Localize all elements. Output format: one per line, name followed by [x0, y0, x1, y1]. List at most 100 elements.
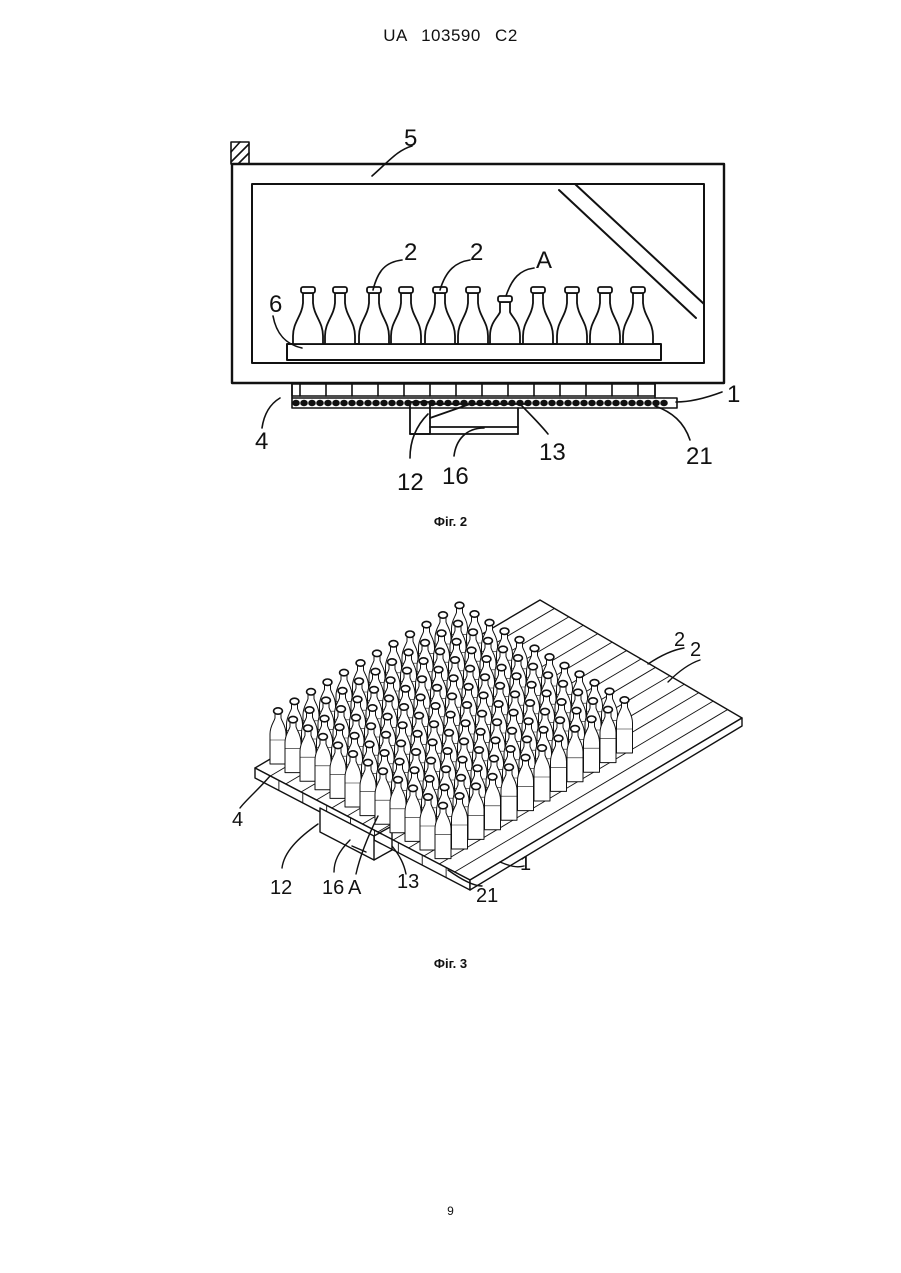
chain-link	[589, 401, 595, 406]
bottle	[270, 712, 286, 764]
chain-link	[661, 401, 667, 406]
bottle-cap	[620, 697, 629, 703]
bottle-cap	[289, 716, 298, 722]
bottle-cap	[511, 691, 520, 697]
bottle-cap	[454, 620, 463, 626]
bottle-cap	[575, 671, 584, 677]
bottle-cap	[538, 745, 547, 751]
bottle-cap	[383, 713, 392, 719]
bottle-cap	[466, 665, 475, 671]
bottle-cap	[353, 696, 362, 702]
bottle-cap	[559, 681, 568, 687]
bottle-cap	[400, 704, 409, 710]
bottle-cap	[524, 718, 533, 724]
bottle-cap	[333, 287, 347, 293]
bottle-cap	[478, 710, 487, 716]
bottle-cap	[422, 621, 431, 627]
bottle-cap	[565, 287, 579, 293]
bottle-cap	[403, 667, 412, 673]
bottle-cap	[443, 748, 452, 754]
bottle-cap	[574, 689, 583, 695]
leader-lines	[262, 146, 722, 458]
bottle-cap	[521, 754, 530, 760]
bottle-cap	[338, 688, 347, 694]
bottle-cap	[475, 747, 484, 753]
carriage	[410, 402, 528, 434]
bottle-cap	[355, 678, 364, 684]
bottle-cap	[455, 793, 464, 799]
bottle-cap	[373, 650, 382, 656]
bottle-cap	[512, 673, 521, 679]
bottle-cap	[424, 794, 433, 800]
label-4: 4	[232, 809, 243, 831]
chain-link	[645, 401, 651, 406]
bottle-cap	[427, 757, 436, 763]
label-A: A	[536, 247, 552, 274]
bottle-cap	[305, 707, 314, 713]
chain-link	[293, 401, 299, 406]
bottle-cap	[523, 736, 532, 742]
bottle-cap	[433, 685, 442, 691]
bottle-cap	[605, 688, 614, 694]
chain-link	[373, 401, 379, 406]
page-number: 9	[0, 1204, 901, 1218]
bottle-cap	[560, 662, 569, 668]
bottle	[590, 293, 620, 344]
bottle-cap	[461, 720, 470, 726]
chain-link	[309, 401, 315, 406]
bottle-cap	[364, 759, 373, 765]
chain-link	[557, 401, 563, 406]
bottle-cap	[571, 726, 580, 732]
label-21: 21	[476, 885, 498, 907]
frame-5-outer	[232, 164, 724, 383]
bottle-cap	[367, 723, 376, 729]
bottle	[557, 293, 587, 344]
bottle-cap	[334, 742, 343, 748]
bottle-cap	[437, 630, 446, 636]
label-2b: 2	[470, 239, 483, 266]
bottle	[458, 293, 488, 344]
bottle-cap	[457, 775, 466, 781]
bottle-cap	[544, 672, 553, 678]
bottle-cap	[389, 641, 398, 647]
bottle-cap	[470, 611, 479, 617]
bottle-cap	[509, 709, 518, 715]
bottle-cap	[598, 287, 612, 293]
bottle-cap	[529, 663, 538, 669]
bottle-cap	[557, 699, 566, 705]
chain-link	[357, 401, 363, 406]
chain-link	[565, 401, 571, 406]
bottle-cap	[274, 708, 283, 714]
bottle-cap	[505, 764, 514, 770]
bottle-cap	[514, 655, 523, 661]
bottle	[425, 293, 455, 344]
bottle-cap	[379, 768, 388, 774]
bottle-cap	[589, 698, 598, 704]
bottle-cap	[320, 715, 329, 721]
bottle-cap	[479, 692, 488, 698]
bottle-cap	[460, 738, 469, 744]
bottle-cap	[439, 802, 448, 808]
chain-link	[581, 401, 587, 406]
bottle-cap	[416, 694, 425, 700]
wall-hatch	[231, 142, 249, 164]
bottle-cap	[604, 706, 613, 712]
bottle-cap	[476, 729, 485, 735]
bottle-cap	[587, 716, 596, 722]
bottle-cap	[448, 693, 457, 699]
bottle-cap	[431, 703, 440, 709]
bottle-cap	[556, 717, 565, 723]
bottle-cap	[485, 619, 494, 625]
chain-link	[397, 401, 403, 406]
chain-link	[653, 401, 659, 406]
bottle-cap	[304, 725, 313, 731]
chain-link	[349, 401, 355, 406]
chain-link	[301, 401, 307, 406]
bottle-cap	[481, 674, 490, 680]
bottle-cap	[401, 686, 410, 692]
bottle-cap	[554, 735, 563, 741]
bottle-cap	[498, 296, 512, 302]
bottle-cap	[530, 645, 539, 651]
chain-link	[333, 401, 339, 406]
bottle-cap	[531, 287, 545, 293]
